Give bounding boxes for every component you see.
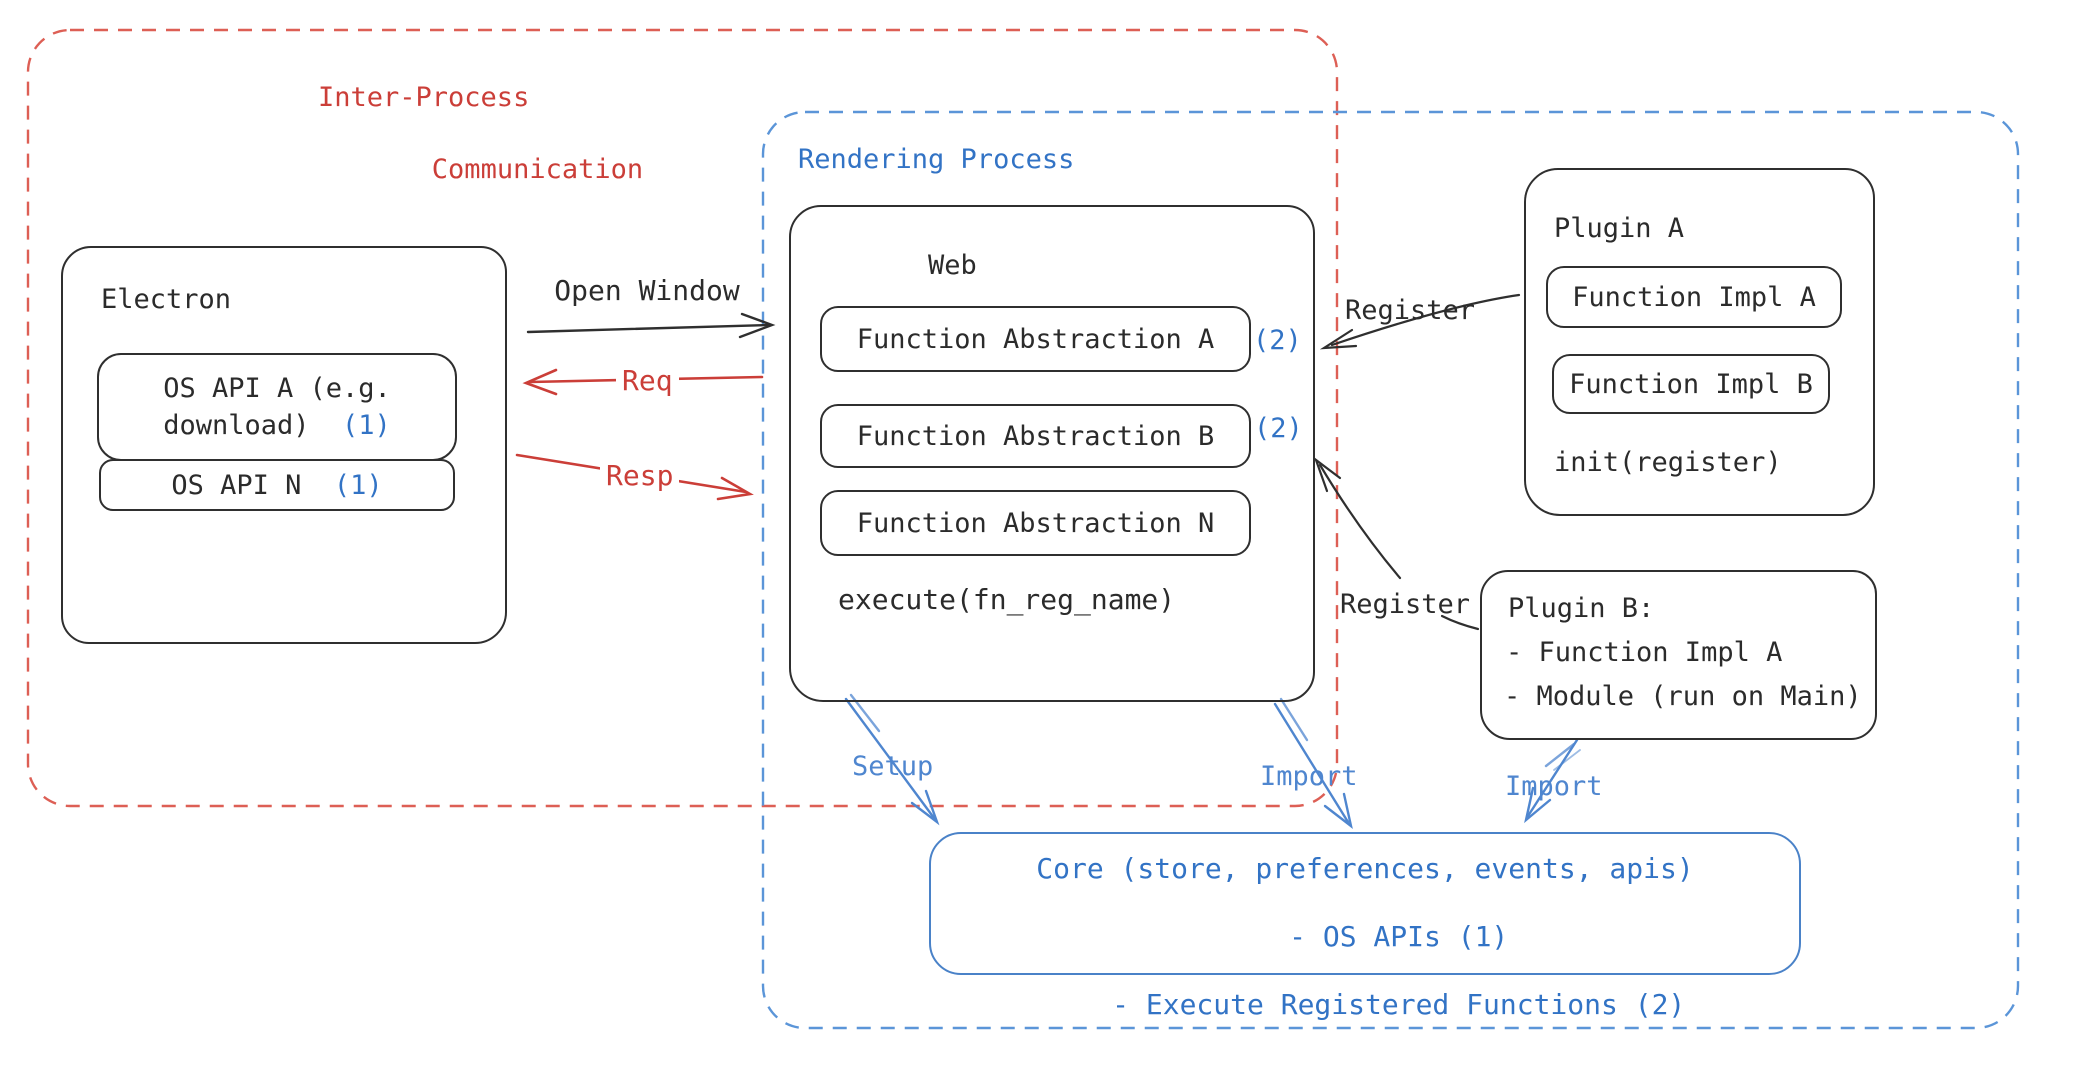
electron-title: Electron [101, 284, 232, 315]
plugin-a-title: Plugin A [1554, 213, 1685, 244]
electron-box [61, 246, 507, 644]
function-impl-b-label: Function Impl B [1569, 368, 1813, 400]
function-impl-a-box: Function Impl A [1546, 266, 1842, 328]
os-api-a-number: (1) [342, 410, 391, 441]
core-line2: - OS APIs (1) [1289, 920, 1509, 953]
req-label: Req [616, 363, 679, 398]
os-api-n-number: (1) [333, 469, 383, 501]
rendering-region-label: Rendering Process [798, 144, 1075, 175]
plugin-b-item-module: - Module (run on Main) [1504, 681, 1862, 712]
os-api-n-line: OS API N (1) [171, 470, 382, 501]
plugin-a-box [1524, 168, 1875, 516]
core-text: Core (store, preferences, events, apis) … [929, 852, 1801, 1022]
open-window-label: Open Window [554, 274, 740, 307]
setup-label: Setup [852, 751, 934, 782]
plugin-b-title: Plugin B: [1508, 593, 1655, 624]
function-abstraction-b-number: (2) [1254, 413, 1303, 444]
function-abstraction-n-box: Function Abstraction N [820, 490, 1251, 556]
execute-label: execute(fn_reg_name) [838, 583, 1176, 616]
function-abstraction-b-label: Function Abstraction B [856, 420, 1215, 452]
web-title: Web [928, 250, 977, 281]
plugin-b-box [1480, 570, 1877, 740]
register-b-label: Register [1340, 589, 1471, 620]
open-window-arrow [526, 312, 776, 339]
function-abstraction-n-label: Function Abstraction N [856, 507, 1215, 539]
import-plugin-label: Import [1505, 771, 1603, 802]
web-box [789, 205, 1315, 702]
ipc-label-line2: Communication [431, 154, 644, 185]
import-web-label: Import [1260, 761, 1358, 792]
resp-label: Resp [600, 458, 680, 493]
os-api-a-box: OS API A (e.g. download) (1) [97, 353, 457, 461]
core-line3: - Execute Registered Functions (2) [1112, 988, 1686, 1021]
function-abstraction-b-box: Function Abstraction B [820, 404, 1251, 468]
os-api-a-line2: download) (1) [163, 410, 391, 441]
function-abstraction-a-box: Function Abstraction A [820, 306, 1251, 372]
function-impl-a-label: Function Impl A [1572, 281, 1816, 313]
core-line1: Core (store, preferences, events, apis) [1036, 852, 1694, 885]
os-api-n-box: OS API N (1) [99, 459, 455, 511]
os-api-a-line1: OS API A (e.g. [163, 373, 391, 404]
function-impl-b-box: Function Impl B [1552, 354, 1830, 414]
os-api-a-line2-text: download) [163, 410, 310, 441]
function-abstraction-a-label: Function Abstraction A [856, 323, 1215, 355]
os-api-n-text: OS API N [171, 469, 302, 501]
register-a-label: Register [1345, 295, 1476, 326]
plugin-b-item-function-impl-a: - Function Impl A [1506, 637, 1783, 668]
ipc-region-label: Inter-Process Communication [318, 80, 643, 188]
plugin-a-init-label: init(register) [1554, 447, 1782, 478]
core-box [929, 832, 1801, 975]
ipc-label-line1: Inter-Process [318, 82, 530, 113]
function-abstraction-a-number: (2) [1253, 325, 1302, 356]
